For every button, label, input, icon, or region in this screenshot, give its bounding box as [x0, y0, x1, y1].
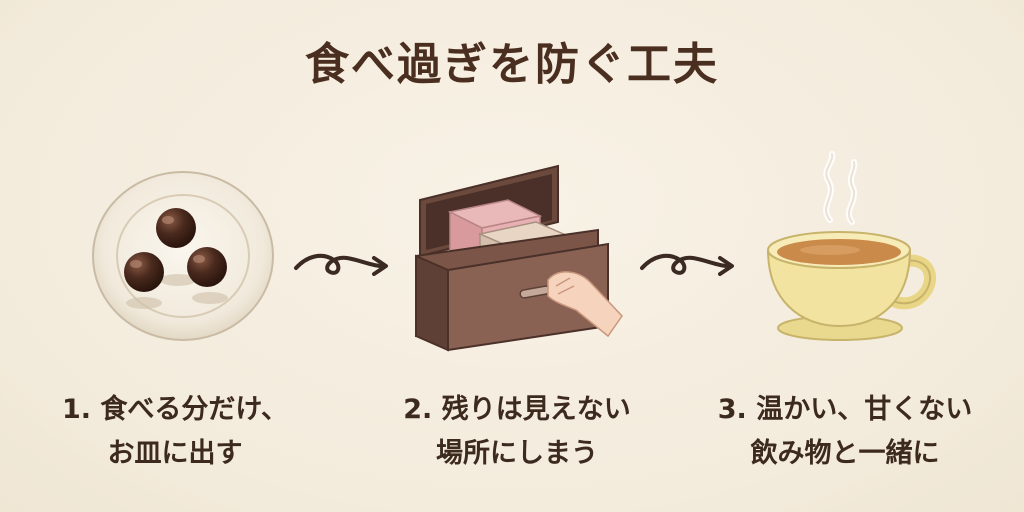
chocolate-ball [124, 252, 164, 292]
page-title: 食べ過ぎを防ぐ工夫 [305, 39, 719, 90]
drawer-with-boxes-icon [415, 164, 623, 352]
chocolate-ball [187, 247, 227, 287]
hot-tea-cup-icon [766, 151, 937, 341]
arrow-right-icon [640, 253, 734, 276]
step-2-line-1: 2. 残りは見えない [403, 394, 631, 425]
step-1-caption: 1. 食べる分だけ、 お皿に出す [40, 388, 310, 476]
step-3-line-2: 飲み物と一緒に [750, 438, 940, 469]
arrow-right-icon [294, 253, 388, 276]
step-2-line-2: 場所にしまう [436, 438, 598, 469]
step-1-line-1: 1. 食べる分だけ、 [61, 394, 289, 425]
step-2-caption: 2. 残りは見えない 場所にしまう [372, 388, 662, 476]
step-3-line-1: 3. 温かい、甘くない [717, 394, 973, 425]
chocolate-ball [156, 208, 196, 248]
step-1-line-2: お皿に出す [107, 438, 243, 469]
plate-with-chocolates-icon [92, 171, 274, 341]
step-3-caption: 3. 温かい、甘くない 飲み物と一緒に [690, 388, 1000, 476]
